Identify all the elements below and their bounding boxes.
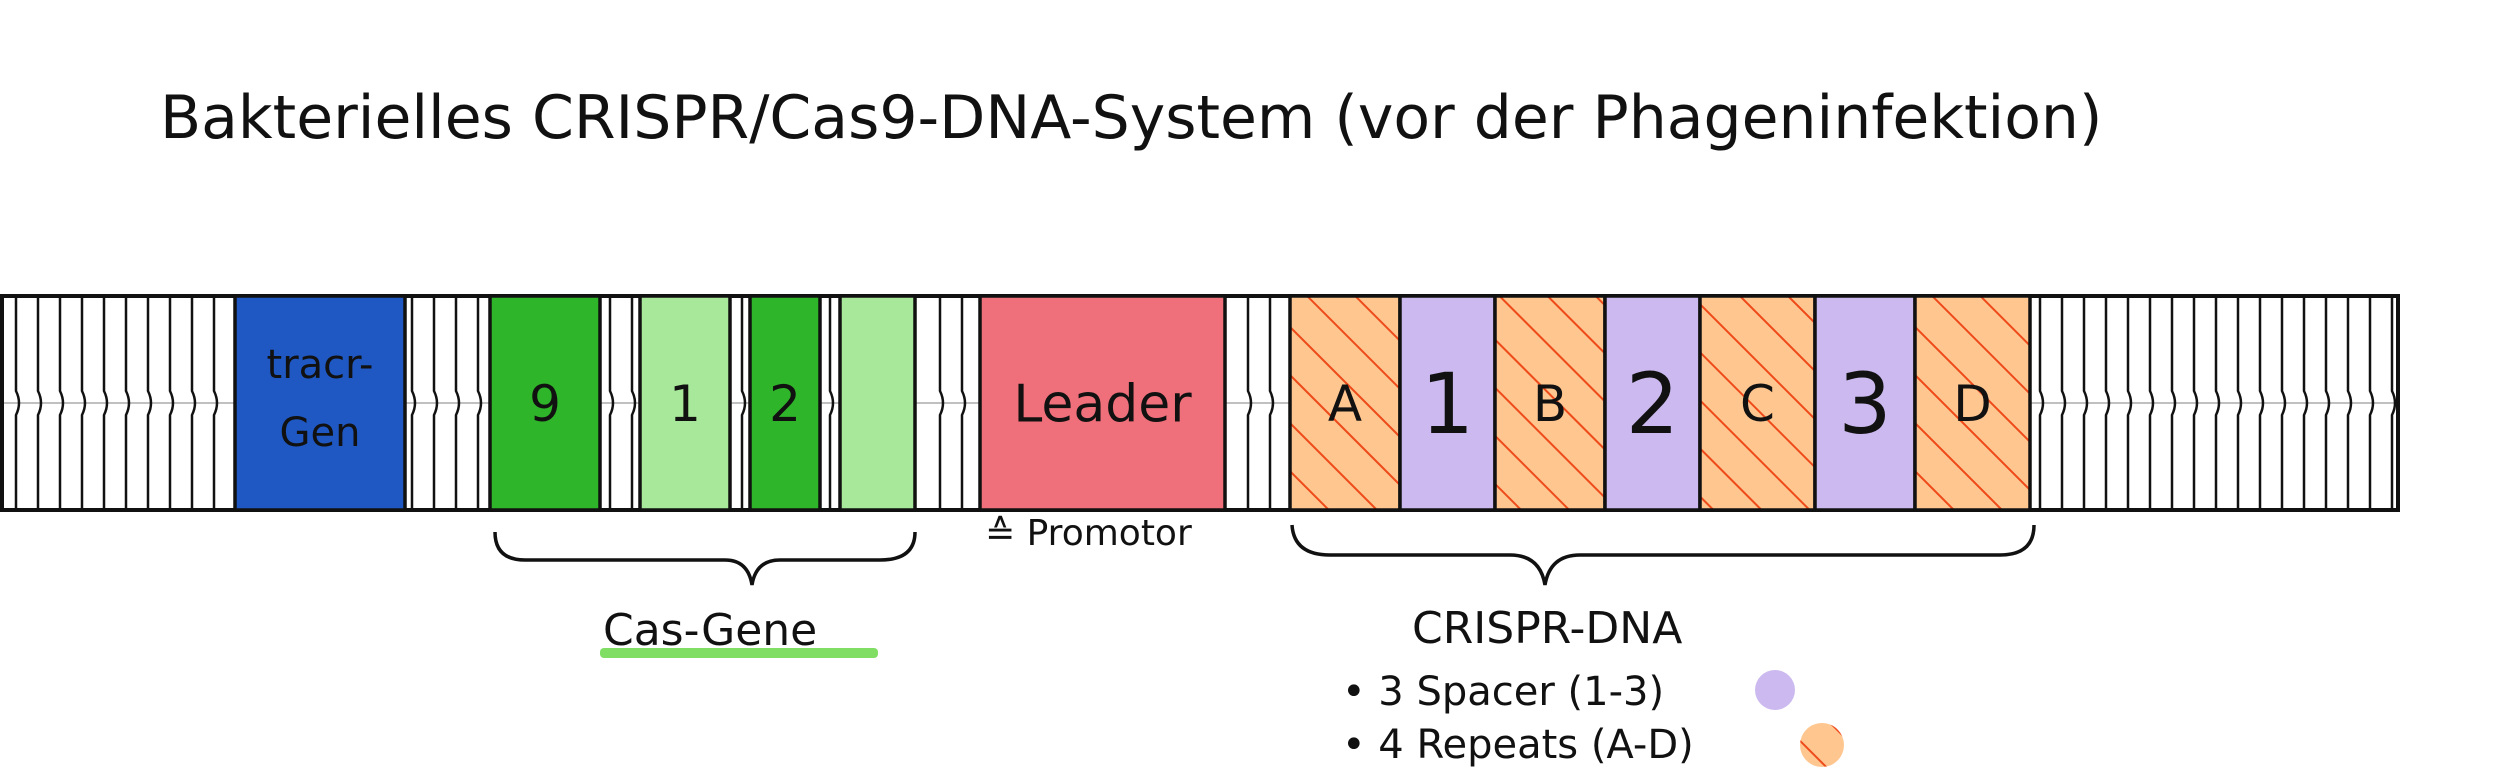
gene-block-label: B	[1533, 375, 1567, 433]
dna-rung	[2104, 296, 2111, 510]
repeat-color-swatch	[1800, 723, 1844, 767]
dna-rung	[2368, 296, 2375, 510]
dna-rung	[476, 296, 483, 510]
dna-rung	[212, 296, 219, 510]
dna-rung	[58, 296, 65, 510]
dna-rung	[432, 296, 439, 510]
gene-block-rect	[1603, 294, 1702, 512]
gene-block-label: 1	[669, 375, 701, 433]
cas-genes-brace	[493, 531, 917, 586]
gene-block-label-line2: Gen	[280, 410, 361, 456]
gene-block-cas_dark-3: 2	[748, 294, 822, 512]
dna-rung	[2280, 296, 2287, 510]
gene-block-repeat-10: C	[1698, 294, 1817, 512]
promotor-label: ≙ Promotor	[985, 513, 1192, 554]
dna-rung	[2236, 296, 2243, 510]
gene-block-rect	[1913, 294, 2032, 512]
gene-block-rect	[638, 294, 732, 512]
gene-block-rect	[978, 294, 1227, 512]
spacer-bullet: • 3 Spacer (1-3)	[1342, 669, 1664, 715]
repeats-bullet: • 4 Repeats (A-D)	[1342, 722, 1694, 768]
dna-rung	[146, 296, 153, 510]
gene-block-rect	[838, 294, 917, 512]
gene-block-label: 2	[1626, 355, 1679, 453]
dna-rung	[80, 296, 87, 510]
dna-rung	[454, 296, 461, 510]
dna-rung	[2170, 296, 2177, 510]
gene-block-rect	[1698, 294, 1817, 512]
dna-rung	[960, 296, 967, 510]
dna-rung	[2302, 296, 2309, 510]
gene-block-label: D	[1953, 375, 1992, 433]
dna-rung	[2258, 296, 2265, 510]
gene-block-label: 1	[1421, 355, 1474, 453]
dna-rung	[36, 296, 43, 510]
crispr-dna-label: CRISPR-DNA	[1412, 603, 1682, 654]
gene-block-label: tracr-	[267, 342, 374, 388]
dna-rung	[2324, 296, 2331, 510]
gene-block-rect	[1813, 294, 1917, 512]
dna-rung	[124, 296, 131, 510]
gene-block-spacer-9: 2	[1603, 294, 1702, 512]
dna-rung	[938, 296, 945, 510]
dna-rung	[2192, 296, 2199, 510]
gene-block-spacer-7: 1	[1398, 294, 1497, 512]
gene-block-cas_light-2: 1	[638, 294, 732, 512]
dna-rung	[2390, 296, 2397, 510]
dna-rung	[630, 296, 637, 510]
dna-rung	[2126, 296, 2133, 510]
gene-block-rect	[1288, 294, 1402, 512]
gene-block-label: 3	[1838, 355, 1891, 453]
dna-rung	[2148, 296, 2155, 510]
cas-genes-underline	[600, 648, 878, 658]
gene-block-rect	[748, 294, 822, 512]
dna-rung	[2060, 296, 2067, 510]
dna-rung	[1246, 296, 1253, 510]
dna-rung	[608, 296, 615, 510]
gene-block-spacer-11: 3	[1813, 294, 1917, 512]
dna-rung	[2082, 296, 2089, 510]
gene-block-repeat-12: D	[1913, 294, 2032, 512]
dna-rung	[2346, 296, 2353, 510]
dna-rung	[14, 296, 21, 510]
gene-block-tracr-0: tracr- Gen	[233, 294, 407, 512]
dna-rung	[190, 296, 197, 510]
dna-rung	[2038, 296, 2045, 510]
gene-block-cas_light-4	[838, 294, 917, 512]
dna-rung	[828, 296, 835, 510]
gene-blocks: tracr- Gen 9 1 2 Leader A 1 B 2 C 3 D	[233, 294, 2032, 512]
cas-genes-label: Cas-Gene	[603, 605, 817, 656]
gene-block-label: C	[1740, 375, 1775, 433]
diagram-title: Bakterielles CRISPR/Cas9-DNA-System (vor…	[160, 83, 2102, 153]
gene-block-label: 2	[769, 375, 801, 433]
gene-block-cas_dark-1: 9	[488, 294, 602, 512]
gene-block-label: 9	[529, 375, 561, 433]
gene-block-label: Leader	[1013, 375, 1192, 435]
dna-rung	[740, 296, 747, 510]
dna-rung	[410, 296, 417, 510]
dna-rung	[102, 296, 109, 510]
gene-block-rect	[1398, 294, 1497, 512]
gene-block-label: A	[1328, 375, 1362, 433]
gene-block-rect	[1493, 294, 1607, 512]
crispr-dna-brace	[1290, 524, 2036, 586]
gene-block-repeat-6: A	[1288, 294, 1402, 512]
dna-rung	[2214, 296, 2221, 510]
spacer-color-swatch	[1755, 670, 1795, 710]
dna-rung	[1268, 296, 1275, 510]
gene-block-rect	[488, 294, 602, 512]
dna-rung	[168, 296, 175, 510]
gene-block-rect	[233, 294, 407, 512]
gene-block-leader-5: Leader	[978, 294, 1227, 512]
gene-block-repeat-8: B	[1493, 294, 1607, 512]
